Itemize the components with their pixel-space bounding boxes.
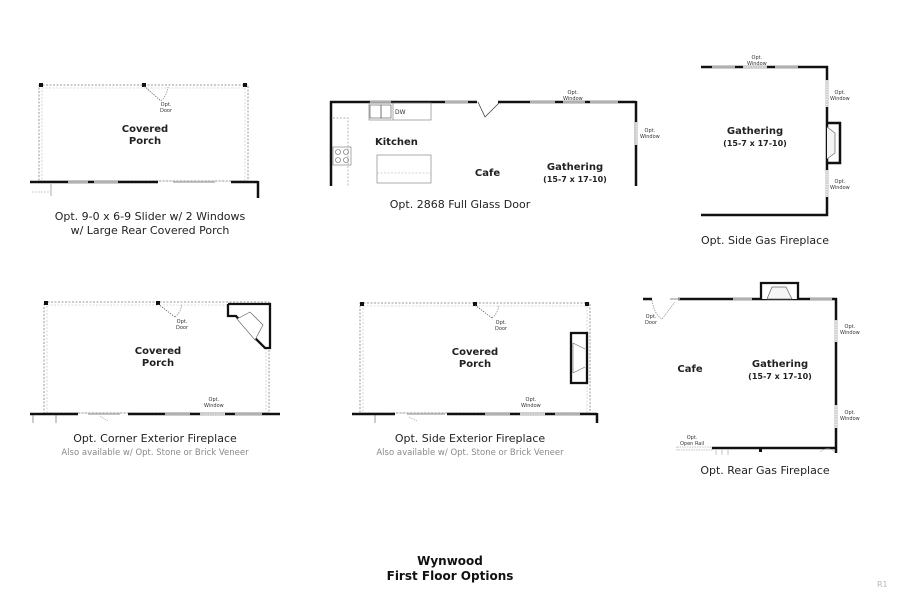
caption-rear-gas-fireplace: Opt. Rear Gas Fireplace bbox=[700, 464, 830, 477]
opt-window-note-top: Opt.Window bbox=[563, 90, 583, 102]
plan-rear-gas-fireplace: Opt.Door Opt.Window Opt.Window Opt.Open … bbox=[640, 280, 865, 460]
floorplan-drawing bbox=[30, 301, 280, 423]
page-title: Wynwood First Floor Options bbox=[300, 554, 600, 584]
opt-window-note-right-bottom: Opt.Window bbox=[840, 410, 860, 422]
floorplan-drawing bbox=[701, 65, 842, 217]
floorplan-drawing bbox=[30, 83, 260, 198]
opt-door-note: Opt.Door bbox=[495, 320, 508, 332]
room-gathering: Gathering(15-7 x 17-10) bbox=[748, 359, 812, 381]
room-kitchen: Kitchen bbox=[375, 137, 418, 148]
room-cafe: Cafe bbox=[474, 168, 501, 179]
caption-sub-corner-exterior-fireplace: Also available w/ Opt. Stone or Brick Ve… bbox=[61, 448, 249, 458]
floorplan-drawing bbox=[352, 302, 599, 423]
opt-window-note: Opt.Window bbox=[521, 397, 541, 409]
caption-side-gas-fireplace: Opt. Side Gas Fireplace bbox=[701, 234, 829, 247]
opt-window-note: Opt.Window bbox=[204, 397, 224, 409]
plan-side-gas-fireplace: Opt.Window Opt.Window Opt.Window Gatheri… bbox=[695, 55, 855, 225]
opt-window-note-right-top: Opt.Window bbox=[830, 90, 850, 102]
opt-open-rail-note: Opt.Open Rail bbox=[680, 435, 705, 447]
opt-door-note: Opt.Door bbox=[176, 319, 189, 331]
opt-window-note-right: Opt.Window bbox=[640, 128, 660, 140]
dw-label: DW bbox=[395, 109, 406, 116]
opt-window-note-top: Opt.Window bbox=[747, 55, 767, 67]
room-cafe: Cafe bbox=[677, 364, 703, 375]
floorplan-drawing bbox=[329, 100, 638, 186]
room-gathering: Gathering(15-7 x 17-10) bbox=[723, 126, 787, 148]
floorplan-drawing bbox=[643, 281, 838, 455]
caption-side-exterior-fireplace: Opt. Side Exterior Fireplace bbox=[394, 432, 546, 445]
room-gathering: Gathering(15-7 x 17-10) bbox=[543, 162, 607, 184]
caption-corner-exterior-fireplace: Opt. Corner Exterior Fireplace bbox=[73, 432, 237, 445]
caption-full-glass-door: Opt. 2868 Full Glass Door bbox=[389, 198, 531, 211]
caption-sub-side-exterior-fireplace: Also available w/ Opt. Stone or Brick Ve… bbox=[376, 448, 564, 458]
plan-subtitle: First Floor Options bbox=[386, 569, 514, 583]
opt-door-note: Opt.Door bbox=[645, 314, 658, 326]
plan-full-glass-door: DW Opt.Window Opt.Window Kitchen Cafe Ga… bbox=[325, 90, 660, 190]
revision-mark: R1 bbox=[877, 580, 888, 589]
opt-window-note-right-bottom: Opt.Window bbox=[830, 179, 850, 191]
opt-door-note: Opt.Door bbox=[160, 102, 173, 114]
opt-window-note-right-top: Opt.Window bbox=[840, 324, 860, 336]
plan-name: Wynwood bbox=[417, 554, 483, 568]
